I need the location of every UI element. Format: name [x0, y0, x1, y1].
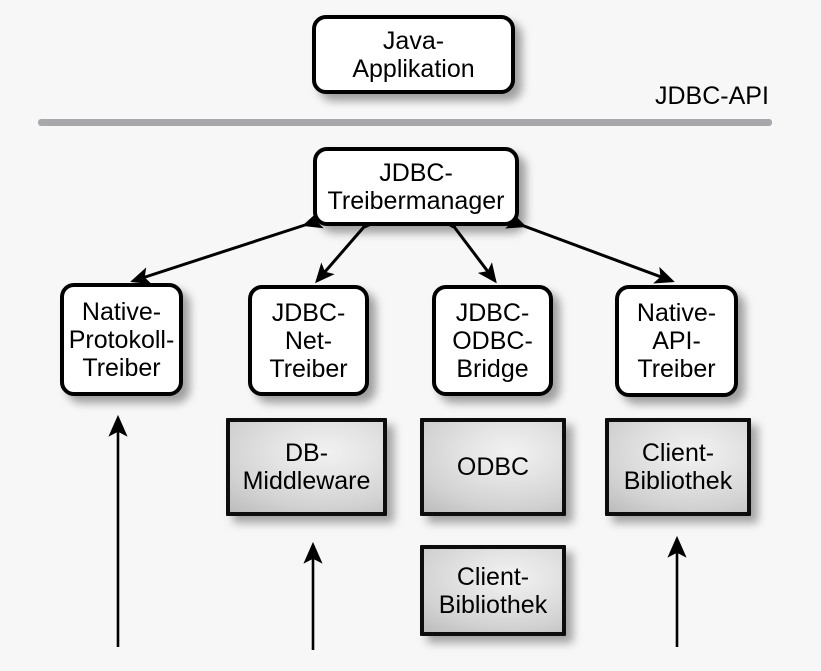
node-jdbc-odbc-bridge: JDBC- ODBC- Bridge: [432, 285, 553, 396]
edge-manager-native-protokoll: [130, 211, 324, 285]
node-client-library-native: Client- Bibliothek: [605, 418, 751, 516]
edge-manager-jdbc-net: [315, 209, 381, 284]
node-client-library-odbc: Client- Bibliothek: [420, 545, 566, 636]
jdbc-api-boundary-line: [38, 119, 772, 126]
node-native-protocol-driver: Native- Protokoll- Treiber: [60, 283, 183, 396]
edge-manager-native-api: [505, 211, 675, 284]
node-driver-manager: JDBC- Treibermanager: [313, 147, 519, 226]
node-db-middleware: DB- Middleware: [226, 418, 387, 516]
node-odbc: ODBC: [420, 418, 566, 516]
jdbc-api-label: JDBC-API: [655, 82, 769, 110]
node-jdbc-net-driver: JDBC- Net- Treiber: [248, 285, 369, 396]
node-native-api-driver: Native- API- Treiber: [615, 285, 738, 397]
edge-manager-jdbc-odbc: [437, 209, 497, 284]
node-java-application: Java- Applikation: [312, 15, 515, 94]
